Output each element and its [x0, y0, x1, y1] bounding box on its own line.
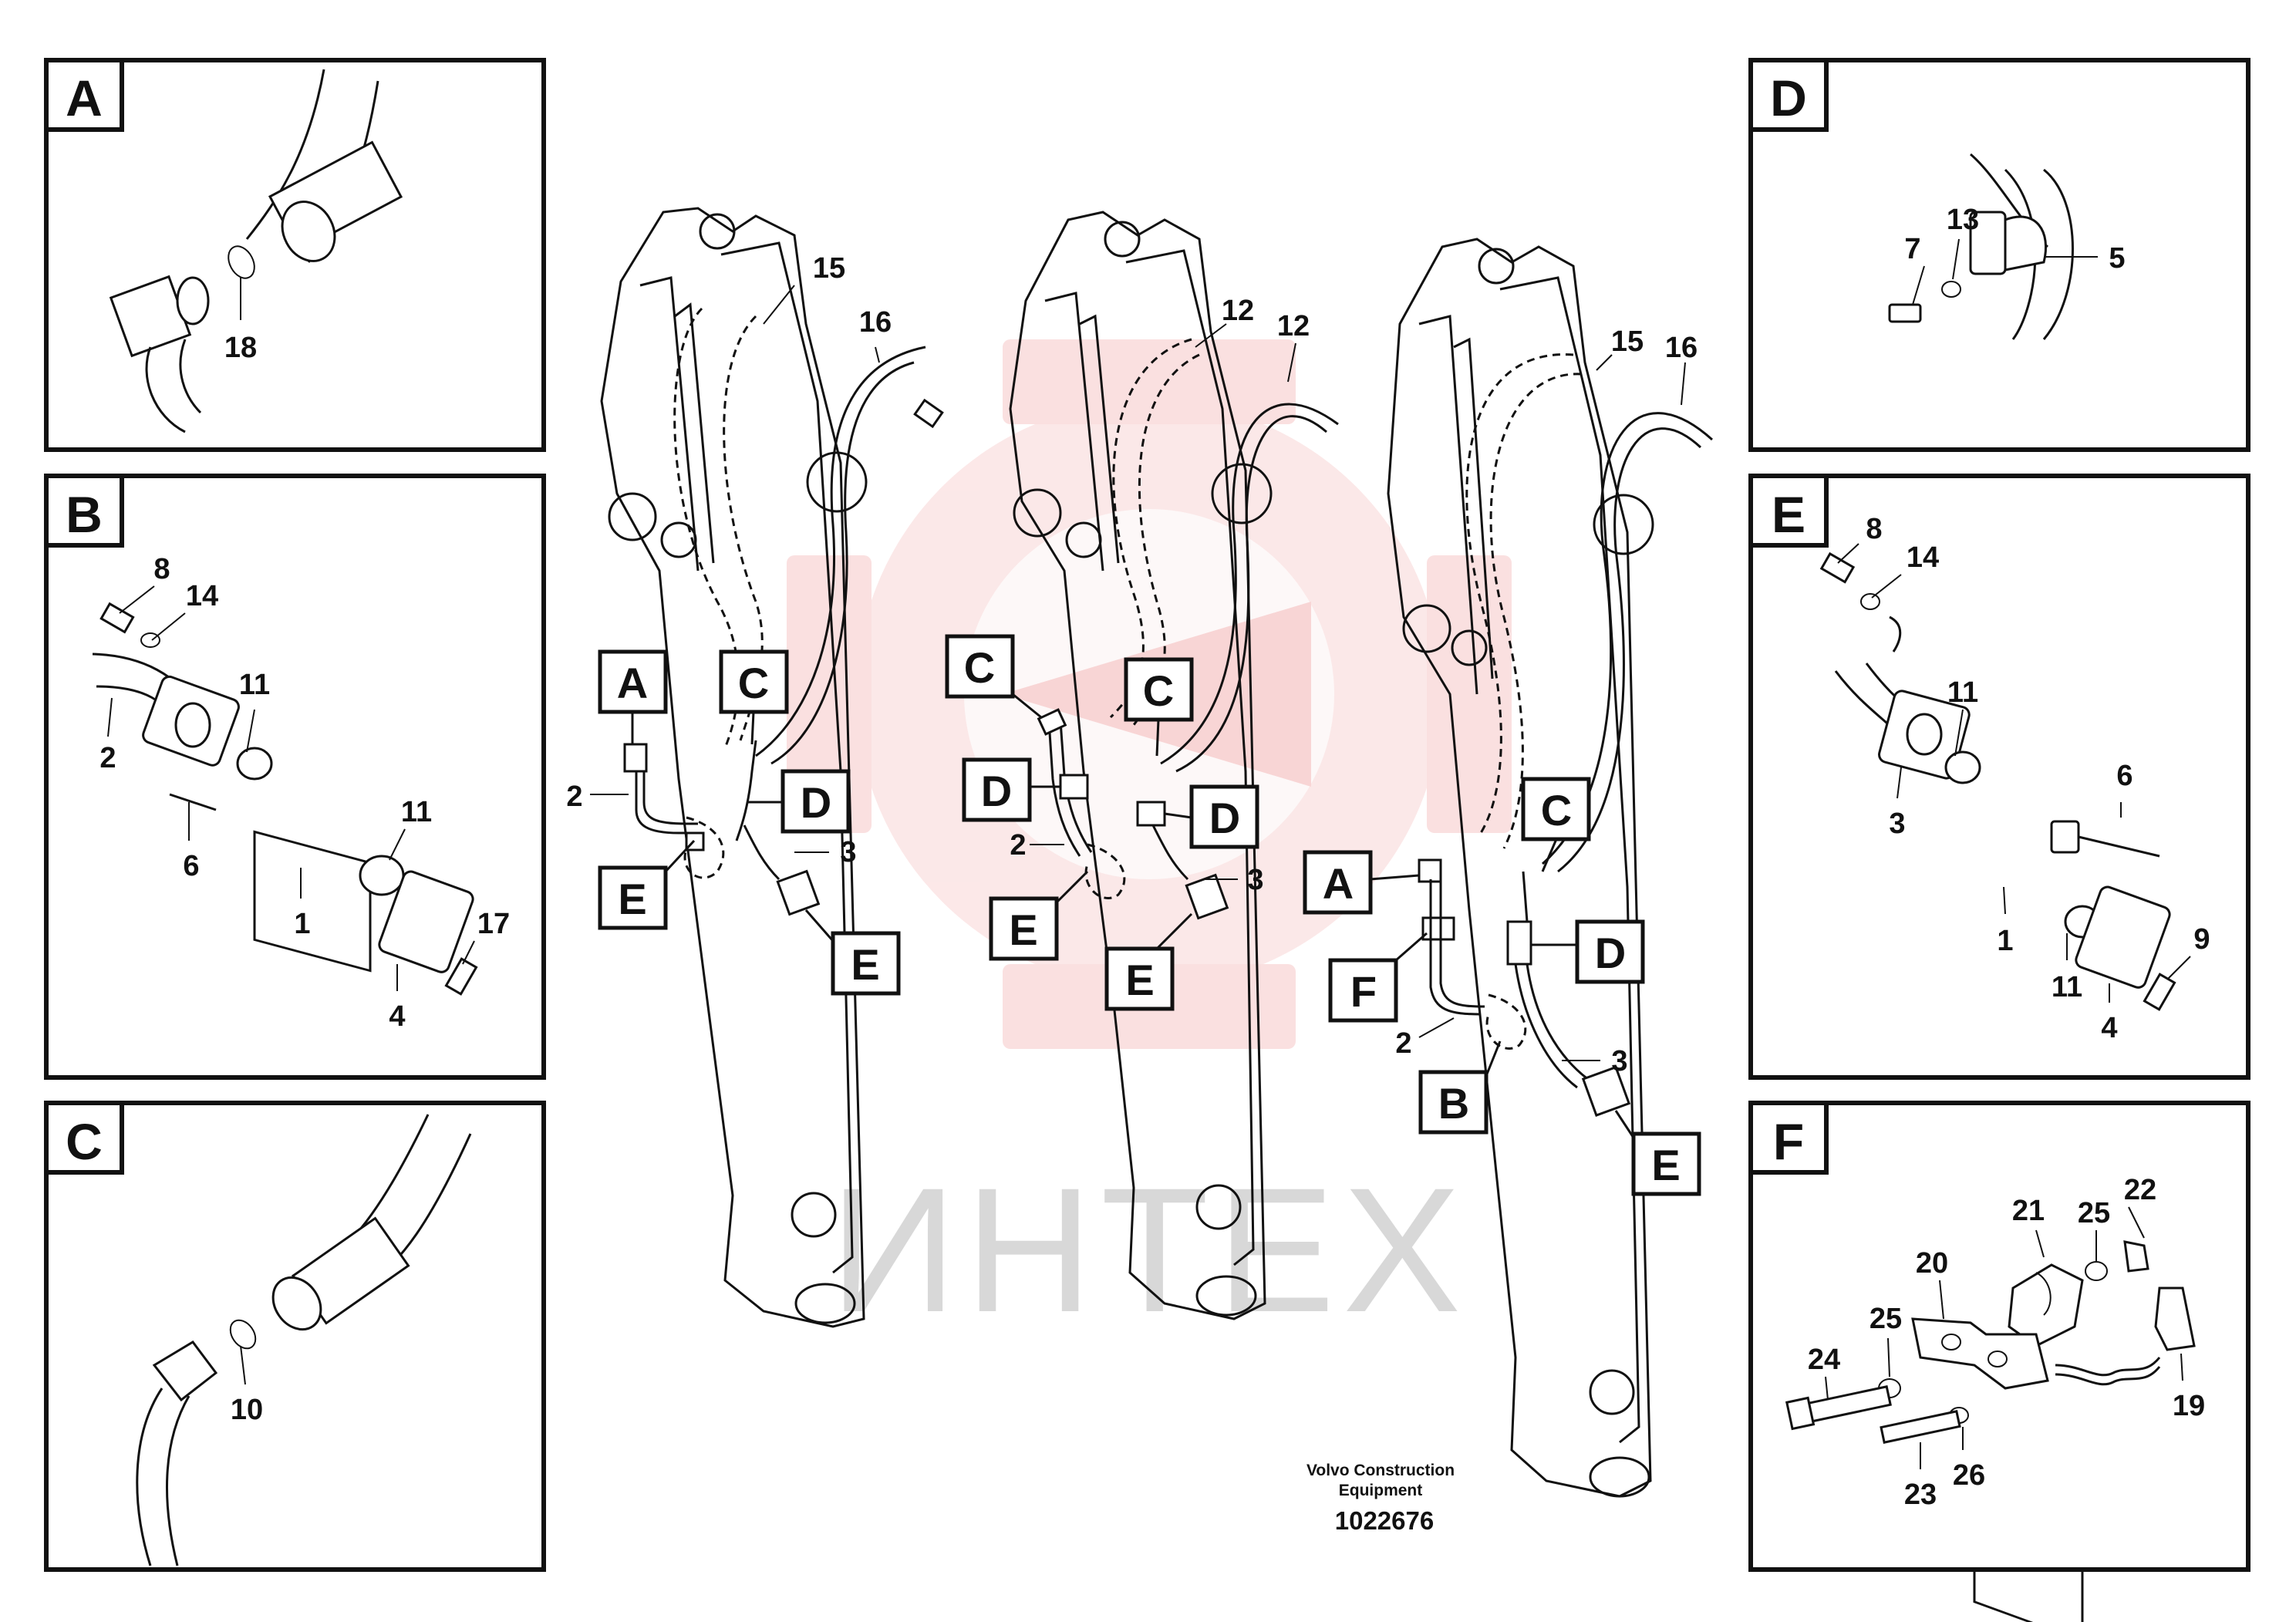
callout-label: C: [964, 643, 995, 692]
part-number: 21: [2012, 1195, 2045, 1227]
part-number: 24: [1808, 1344, 1840, 1376]
part-number: 2: [1010, 829, 1026, 862]
part-number: 2: [566, 781, 582, 813]
part-number: 1: [294, 908, 310, 940]
part-number: 17: [477, 908, 510, 940]
part-number: 13: [1947, 204, 1979, 236]
part-number: 12: [1222, 295, 1254, 327]
detail-panel-d: D 7 13 5: [1748, 58, 2250, 452]
callout-label: E: [851, 940, 879, 989]
part-number: 18: [224, 332, 257, 364]
part-number: 3: [1247, 864, 1263, 896]
part-number: 11: [401, 796, 432, 828]
part-number: 10: [231, 1394, 263, 1426]
callout-label: E: [618, 875, 646, 923]
callout-label: D: [1209, 794, 1240, 842]
callout-label: D: [981, 767, 1012, 815]
callout-label: C: [1143, 666, 1174, 715]
arm-3-labels: A C D F B E 15 16 2 3: [1303, 325, 1701, 1196]
part-number: 6: [183, 850, 199, 882]
panel-label: C: [66, 1113, 103, 1170]
arm-2-labels: C C D D E E 12 12 2 3: [945, 295, 1310, 1011]
panel-label: F: [1773, 1113, 1804, 1170]
arm-assembly-3: [1387, 238, 1714, 1498]
callout-label: E: [1009, 905, 1037, 954]
part-number: 4: [2101, 1012, 2117, 1044]
part-number: 25: [1870, 1303, 1902, 1335]
callout-label: E: [1125, 956, 1154, 1004]
part-number: 20: [1916, 1247, 1948, 1280]
part-number: 3: [1611, 1045, 1627, 1077]
part-number: 15: [1611, 325, 1644, 358]
part-number: 15: [813, 252, 845, 285]
panel-label: E: [1772, 486, 1805, 543]
part-number: 11: [1947, 676, 1978, 709]
part-number: 6: [2116, 760, 2132, 792]
part-number: 4: [389, 1000, 405, 1033]
part-number: 8: [1866, 513, 1882, 545]
part-number: 11: [239, 669, 270, 701]
part-number: 14: [186, 580, 218, 612]
part-number: 8: [153, 553, 170, 585]
part-number: 7: [1904, 233, 1920, 265]
part-number: 25: [2078, 1197, 2110, 1229]
callout-label: A: [617, 659, 648, 707]
detail-panel-c: C 10: [44, 1101, 546, 1572]
part-number: 3: [1889, 808, 1905, 840]
panel-label: B: [66, 486, 103, 543]
arm-1-labels: A C D E E 15 16 2 3: [566, 252, 901, 996]
footer-company: Volvo Construction: [1306, 1462, 1455, 1479]
part-number: 3: [840, 836, 856, 868]
part-number: 22: [2124, 1174, 2156, 1206]
callout-label: B: [1438, 1079, 1469, 1128]
part-number: 16: [859, 306, 892, 339]
part-number: 23: [1904, 1479, 1937, 1511]
part-number: 2: [99, 742, 116, 774]
callout-label: E: [1651, 1141, 1680, 1189]
part-number: 2: [1395, 1027, 1411, 1060]
callout-label: A: [1323, 859, 1354, 908]
callout-label: C: [1541, 786, 1572, 835]
callout-label: D: [801, 778, 831, 827]
part-number: 5: [2109, 242, 2125, 275]
detail-panel-a: A 18: [44, 58, 546, 452]
part-number: 11: [2052, 971, 2082, 1003]
part-number: 16: [1665, 332, 1698, 364]
watermark-text: ИНТЕХ: [830, 1151, 1469, 1349]
callout-label: C: [738, 659, 769, 707]
part-number: 1: [1997, 925, 2013, 957]
part-number: 19: [2173, 1390, 2205, 1422]
callout-label: F: [1350, 967, 1377, 1016]
panel-label: A: [66, 69, 103, 126]
drawing-number: 1022676: [1335, 1506, 1434, 1535]
footer-company-line2: Equipment: [1339, 1482, 1423, 1499]
part-number: 26: [1953, 1459, 1985, 1492]
panel-label: D: [1770, 69, 1807, 126]
callout-label: D: [1595, 929, 1626, 977]
part-number: 9: [2193, 923, 2210, 956]
detail-panel-f: F 22 21 25 20 25 24 23 26 19: [1748, 1101, 2250, 1572]
part-number: 14: [1907, 541, 1939, 574]
part-number: 12: [1277, 310, 1310, 342]
detail-panel-b: B 8 14 11 2 6 1 11 17 4: [44, 474, 546, 1080]
footer-block: Volvo Construction Equipment 1022676: [1306, 1462, 1455, 1535]
